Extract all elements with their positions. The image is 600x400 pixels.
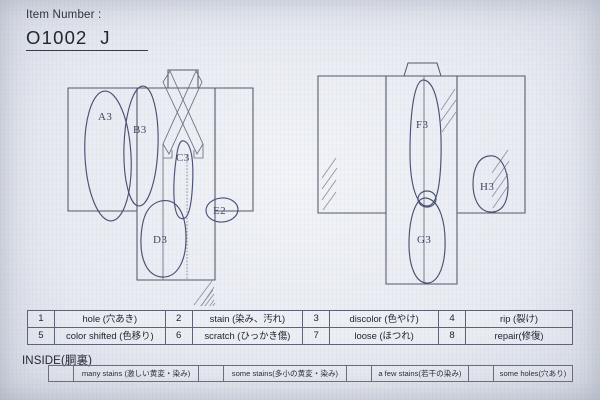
item-number-field[interactable]: O1002 J bbox=[26, 27, 148, 51]
front-view-annotations: A3 B3 C3 D3 E2 bbox=[84, 85, 239, 278]
inside-row: many stains (激しい黄変・染み) some stains(多小の黄変… bbox=[48, 365, 574, 382]
inside-checkbox[interactable] bbox=[467, 365, 494, 382]
inside-checkbox[interactable] bbox=[198, 365, 225, 382]
inside-label: some holes(穴あり) bbox=[492, 365, 574, 382]
legend-desc: color shifted (色移り) bbox=[53, 327, 166, 345]
legend-code: 2 bbox=[164, 310, 193, 328]
back-view-annotations: F3 G3 H3 bbox=[408, 79, 509, 284]
inside-label: some stains(多小の黄変・染み) bbox=[223, 365, 347, 382]
mark-D3: D3 bbox=[153, 234, 167, 246]
inside-checkbox[interactable] bbox=[48, 365, 74, 382]
item-number-block: Item Number : O1002 J bbox=[26, 9, 148, 51]
mark-F3: F3 bbox=[416, 119, 429, 131]
inside-condition-options: many stains (激しい黄変・染み) some stains(多小の黄変… bbox=[48, 365, 574, 382]
item-number-label: Item Number : bbox=[26, 9, 102, 21]
mark-C3: C3 bbox=[176, 152, 190, 164]
legend-desc: stain (染み、汚れ) bbox=[191, 310, 304, 328]
legend-code: 4 bbox=[438, 310, 467, 328]
mark-G3: G3 bbox=[417, 234, 431, 246]
item-number-value: O1002 J bbox=[26, 27, 111, 48]
legend-code: 5 bbox=[27, 327, 55, 345]
inside-label: a few stains(若干の染み) bbox=[370, 365, 469, 382]
hatch-back-left-sleeve bbox=[321, 157, 338, 211]
legend-row: 5 color shifted (色移り) 6 scratch (ひっかき傷) … bbox=[27, 327, 573, 345]
mark-E2: E2 bbox=[213, 205, 226, 217]
mark-B3: B3 bbox=[133, 124, 147, 136]
damage-code-legend: 1 hole (穴あき) 2 stain (染み、汚れ) 3 discolor … bbox=[27, 310, 573, 345]
legend-code: 6 bbox=[164, 327, 193, 345]
legend-row: 1 hole (穴あき) 2 stain (染み、汚れ) 3 discolor … bbox=[27, 310, 573, 328]
legend-desc: loose (ほつれ) bbox=[329, 327, 440, 345]
inside-section-title: INSIDE(胴裏) bbox=[22, 355, 92, 367]
legend-desc: hole (穴あき) bbox=[53, 310, 166, 328]
legend-code: 1 bbox=[27, 310, 55, 328]
front-view-garment bbox=[67, 69, 254, 306]
legend-code: 7 bbox=[302, 327, 331, 345]
mark-A3: A3 bbox=[98, 111, 112, 123]
legend-code: 3 bbox=[302, 310, 331, 328]
legend-desc: discolor (色やけ) bbox=[329, 310, 440, 328]
inside-checkbox[interactable] bbox=[345, 365, 372, 382]
back-view-garment bbox=[317, 62, 526, 285]
legend-code: 8 bbox=[438, 327, 467, 345]
hatch-back-right-sleeve bbox=[491, 149, 510, 209]
inside-label: many stains (激しい黄変・染み) bbox=[72, 365, 200, 382]
legend-desc: rip (裂け) bbox=[465, 310, 573, 328]
legend-desc: repair(修復) bbox=[465, 327, 573, 345]
legend-desc: scratch (ひっかき傷) bbox=[191, 327, 304, 345]
mark-H3: H3 bbox=[480, 181, 494, 193]
garment-diagrams: A3 B3 C3 D3 E2 bbox=[0, 58, 600, 306]
hatch-back-body bbox=[440, 88, 457, 133]
